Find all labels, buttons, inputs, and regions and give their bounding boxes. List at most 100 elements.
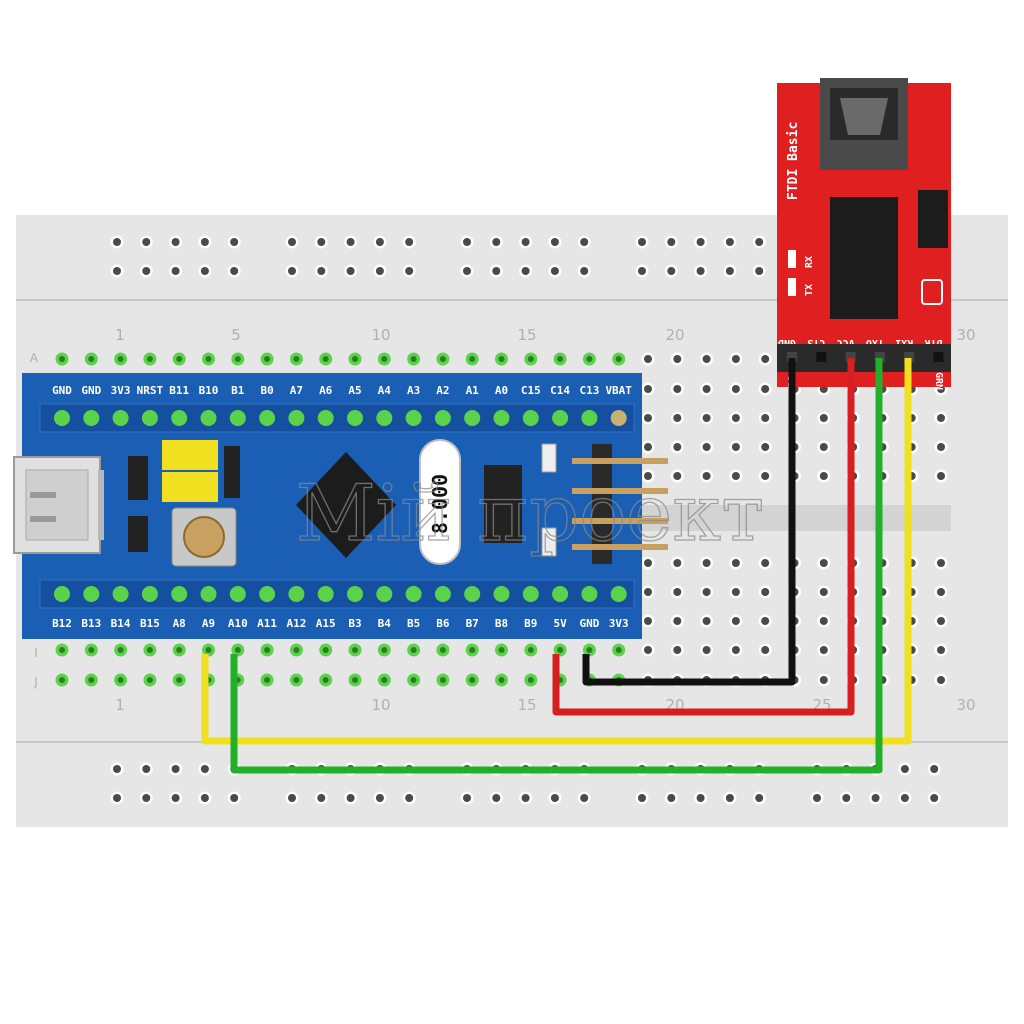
breadboard-hole bbox=[169, 791, 183, 805]
tx-led bbox=[788, 278, 796, 296]
breadboard-hole bbox=[402, 235, 416, 249]
pin-label: 3V3 bbox=[609, 617, 629, 630]
pin-label: B8 bbox=[495, 617, 508, 630]
occupied-hole-center bbox=[146, 356, 153, 362]
breadboard-hole bbox=[758, 382, 772, 396]
occupied-hole-center bbox=[557, 647, 564, 653]
occupied-hole-center bbox=[527, 677, 534, 683]
occupied-hole-center bbox=[615, 356, 622, 362]
ftdi-side-right: GRN bbox=[933, 372, 944, 390]
breadboard-hole bbox=[729, 352, 743, 366]
breadboard-hole bbox=[817, 643, 831, 657]
breadboard-hole bbox=[139, 235, 153, 249]
occupied-hole-center bbox=[615, 647, 622, 653]
header-pin bbox=[493, 410, 510, 426]
row-letter-j: J bbox=[33, 675, 38, 689]
pin-label: A3 bbox=[407, 384, 420, 397]
breadboard-hole bbox=[817, 411, 831, 425]
crystal-label: 8.000 bbox=[428, 474, 452, 534]
pin-label: NRST bbox=[137, 384, 164, 397]
wire-black-gnd bbox=[582, 358, 796, 686]
breadboard-hole bbox=[817, 614, 831, 628]
breadboard-hole bbox=[934, 585, 948, 599]
breadboard-hole bbox=[198, 264, 212, 278]
occupied-hole-center bbox=[176, 677, 183, 683]
jumper-pins bbox=[224, 446, 240, 498]
occupied-hole-center bbox=[586, 356, 593, 362]
breadboard-hole bbox=[758, 352, 772, 366]
header-pin bbox=[610, 410, 627, 426]
occupied-hole-center bbox=[322, 647, 329, 653]
breadboard-hole bbox=[752, 264, 766, 278]
occupied-hole-center bbox=[88, 356, 95, 362]
ftdi-pin-label: DTR bbox=[923, 337, 942, 348]
breadboard-hole bbox=[729, 614, 743, 628]
occupied-hole-center bbox=[469, 356, 476, 362]
pin-label: B15 bbox=[140, 617, 160, 630]
breadboard-hole bbox=[670, 411, 684, 425]
breadboard-hole bbox=[314, 264, 328, 278]
swd-header bbox=[592, 444, 612, 564]
breadboard-hole bbox=[729, 382, 743, 396]
col-number: 1 bbox=[115, 696, 125, 714]
breadboard-hole bbox=[758, 614, 772, 628]
pin-label: B12 bbox=[52, 617, 72, 630]
crystal-oscillator bbox=[419, 439, 461, 565]
ftdi-pin bbox=[874, 352, 885, 362]
breadboard-hole bbox=[519, 791, 533, 805]
pin-label: A11 bbox=[257, 617, 277, 630]
breadboard-hole bbox=[934, 614, 948, 628]
occupied-hole-center bbox=[264, 356, 271, 362]
breadboard-hole bbox=[169, 264, 183, 278]
breadboard-hole bbox=[729, 643, 743, 657]
occupied-hole-center bbox=[410, 356, 417, 362]
breadboard-hole bbox=[700, 411, 714, 425]
pin-label: GND bbox=[81, 384, 101, 397]
breadboard-hole bbox=[700, 614, 714, 628]
occupied-hole-center bbox=[381, 356, 388, 362]
breadboard-hole bbox=[548, 235, 562, 249]
breadboard-hole bbox=[489, 264, 503, 278]
voltage-regulator bbox=[484, 465, 522, 543]
breadboard-hole bbox=[723, 791, 737, 805]
breadboard-hole bbox=[460, 235, 474, 249]
occupied-hole-center bbox=[59, 647, 65, 653]
breadboard-hole bbox=[729, 411, 743, 425]
breadboard-hole bbox=[169, 762, 183, 776]
breadboard-hole bbox=[577, 264, 591, 278]
breadboard-hole bbox=[577, 235, 591, 249]
ftdi-pin-label: TXO bbox=[866, 337, 884, 348]
header-pin bbox=[434, 410, 451, 426]
breadboard-hole bbox=[373, 791, 387, 805]
breadboard-hole bbox=[700, 352, 714, 366]
col-number: 10 bbox=[371, 326, 390, 344]
breadboard-hole bbox=[139, 791, 153, 805]
occupied-hole-center bbox=[322, 356, 329, 362]
breadboard-hole bbox=[694, 264, 708, 278]
ftdi-pins bbox=[787, 352, 944, 362]
breadboard-hole bbox=[373, 235, 387, 249]
occupied-hole-center bbox=[469, 677, 476, 683]
pin-label: A7 bbox=[290, 384, 303, 397]
pin-label: A9 bbox=[202, 617, 215, 630]
breadboard-hole bbox=[460, 264, 474, 278]
breadboard-hole bbox=[670, 556, 684, 570]
pin-label: B10 bbox=[199, 384, 219, 397]
watermark: Мій проект bbox=[296, 469, 765, 559]
smd-component bbox=[128, 516, 148, 552]
breadboard-hole bbox=[641, 585, 655, 599]
breadboard-hole bbox=[700, 585, 714, 599]
pin-label: A0 bbox=[495, 384, 508, 397]
occupied-hole-center bbox=[293, 647, 300, 653]
breadboard-hole bbox=[198, 762, 212, 776]
breadboard-hole bbox=[898, 791, 912, 805]
occupied-hole-center bbox=[293, 356, 300, 362]
header-pin bbox=[317, 586, 334, 602]
occupied-hole-center bbox=[234, 647, 241, 653]
breadboard-hole bbox=[344, 791, 358, 805]
ftdi-pin bbox=[845, 352, 856, 362]
